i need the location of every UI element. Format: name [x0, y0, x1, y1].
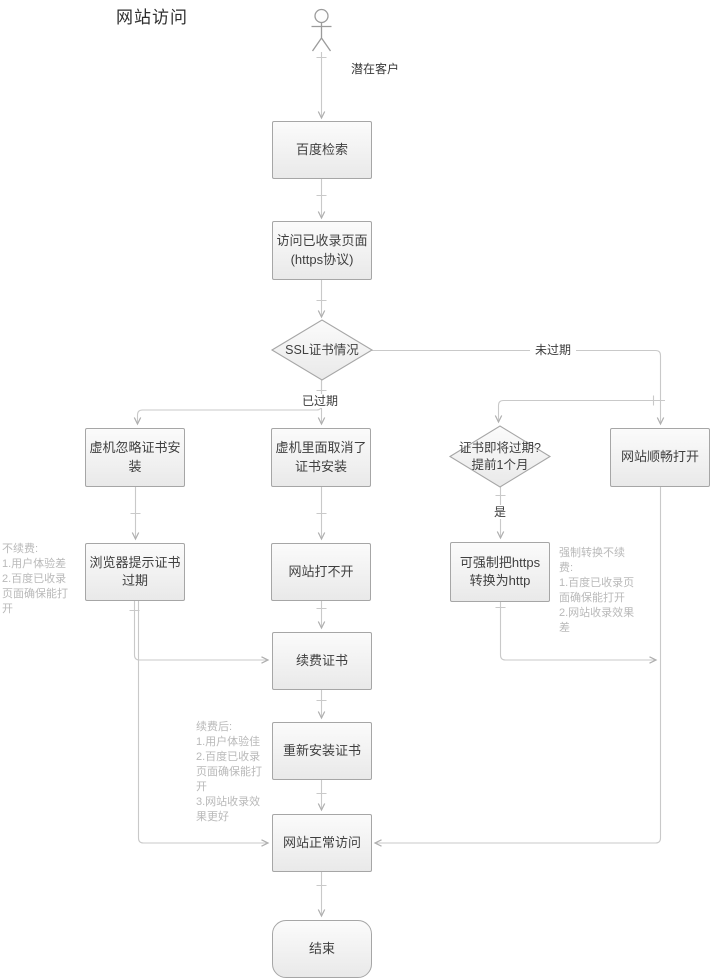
diagram-title: 网站访问	[116, 8, 188, 27]
edge-ssl-to-smooth	[372, 349, 665, 426]
decision-ssl-status-shape	[270, 319, 374, 381]
node-vm-ignore-cert: 虚机忽略证书安 装	[85, 428, 185, 487]
decision-expire-soon-shape	[448, 425, 552, 488]
node-site-wont-open: 网站打不开	[271, 543, 371, 601]
node-browser-cert-warning: 浏览器提示证书 过期	[85, 543, 185, 601]
actor-icon	[311, 8, 332, 52]
node-baidu-search: 百度检索	[272, 121, 372, 179]
note-no-renew: 不续费: 1.用户体验差 2.百度已收录 页面确保能打 开	[2, 543, 68, 615]
node-site-normal-access: 网站正常访问	[272, 814, 372, 872]
node-renew-certificate: 续费证书	[272, 632, 372, 690]
edge-label-yes: 是	[489, 505, 512, 519]
node-vm-cancel-cert: 虚机里面取消了 证书安装	[271, 428, 371, 487]
node-force-https-to-http: 可强制把https 转换为http	[450, 542, 550, 602]
decision-expire-soon-label: 证书即将过期? 提前1个月	[459, 441, 541, 472]
edge-browser-warn-to-normal	[137, 600, 270, 847]
decision-ssl-status-label: SSL证书情况	[285, 342, 359, 357]
note-force-no-renew: 强制转换不续 费: 1.百度已收录页 面确保能打开 2.网站收录效果 差	[559, 547, 635, 634]
edge-branch-to-expire-soon	[494, 399, 665, 424]
edge-browser-warn-to-renew	[133, 600, 270, 664]
node-site-opens-smoothly: 网站顺畅打开	[610, 428, 710, 487]
note-after-renew: 续费后: 1.用户体验佳 2.百度已收录 页面确保能打 开 3.网站收录效 果更…	[196, 721, 262, 823]
actor-label: 潜在客户	[351, 62, 400, 76]
node-reinstall-certificate: 重新安装证书	[272, 722, 372, 780]
midpoint-ticks	[129, 56, 655, 887]
edge-label-expired: 已过期	[297, 394, 344, 408]
edge-force-http-to-merge	[499, 602, 658, 664]
node-visit-indexed-page: 访问已收录页面 (https协议)	[272, 221, 372, 280]
edge-ssl-to-vm-ignore	[133, 380, 323, 426]
edge-smooth-to-normal	[373, 487, 662, 847]
node-end-terminator: 结束	[272, 920, 372, 978]
edge-label-not-expired: 未过期	[530, 343, 577, 357]
